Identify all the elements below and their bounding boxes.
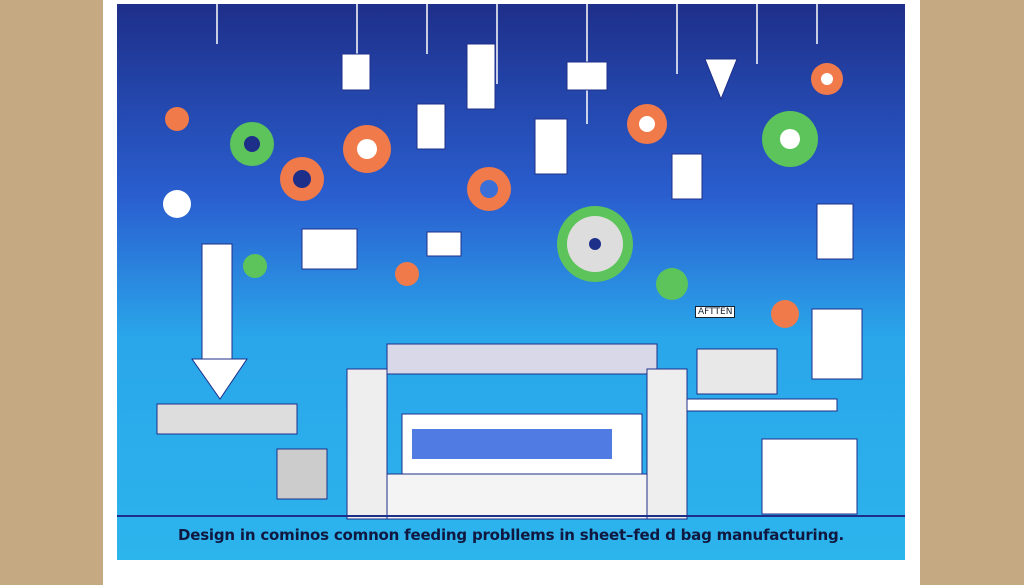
bag-icon: [466, 43, 496, 110]
gears: [163, 63, 843, 328]
bag-icon: [671, 153, 703, 200]
gear-icon: [771, 300, 799, 328]
gear-icon: [395, 262, 419, 286]
paper-bags: [301, 43, 863, 380]
paper-icon: [341, 53, 371, 91]
gear-icon: [163, 190, 191, 218]
envelope-icon: [301, 228, 358, 270]
chart-board: [811, 308, 863, 380]
arrow-icon: [704, 58, 738, 101]
caption: Design in cominos comnon feeding problle…: [177, 526, 845, 544]
bag-icon: [816, 203, 854, 260]
machine-sign: AFTTEN: [695, 306, 736, 318]
bag-icon: [416, 103, 446, 150]
envelope-icon: [426, 231, 462, 257]
machine: [117, 243, 905, 520]
illustration: AFTTEN Design in cominos comnon feeding …: [117, 4, 905, 560]
machine-illustration: [117, 4, 905, 520]
envelope-icon: [566, 61, 608, 91]
tag-icon: [534, 118, 568, 175]
